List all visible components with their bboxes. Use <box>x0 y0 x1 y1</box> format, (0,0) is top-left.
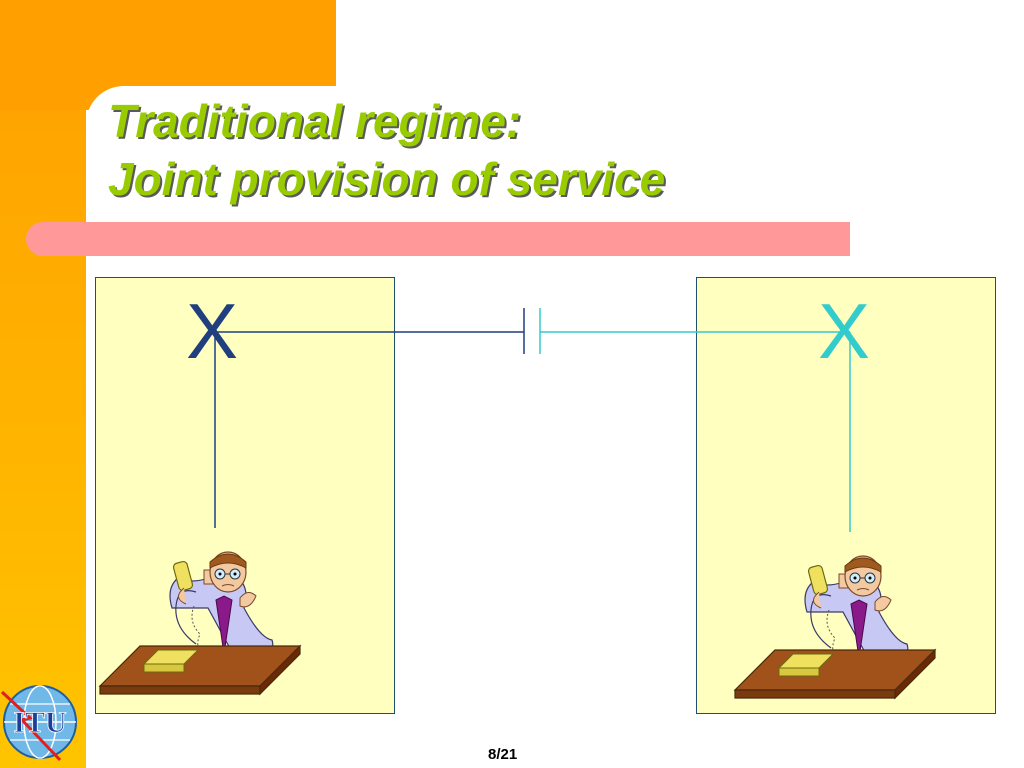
side-accent-bar <box>0 0 86 768</box>
right-network-panel <box>696 277 996 714</box>
right-exchange-label: X <box>818 287 871 375</box>
left-exchange-label: X <box>186 287 239 375</box>
page-number: 8/21 <box>488 746 518 763</box>
title-line-1: Traditional regime: <box>108 95 522 147</box>
itu-logo: ITU <box>0 685 77 762</box>
right-subscriber-illustration <box>733 555 937 700</box>
pink-divider-bar <box>26 222 850 256</box>
title-panel <box>86 86 1024 236</box>
title-line-2: Joint provision of service <box>108 153 666 205</box>
left-subscriber-illustration <box>98 551 302 696</box>
itu-logo-text: ITU <box>13 706 66 739</box>
slide-title: Traditional regime: Joint provision of s… <box>108 92 665 208</box>
